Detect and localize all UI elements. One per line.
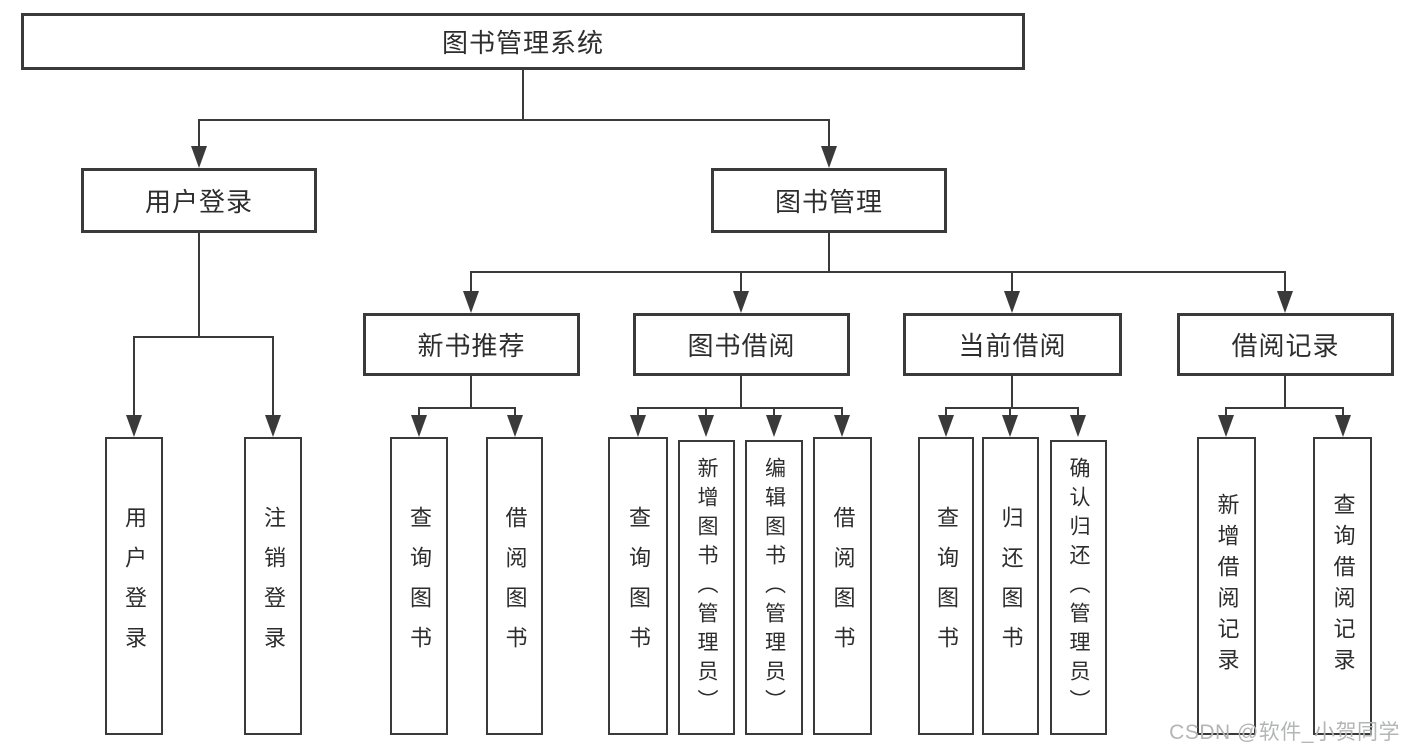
node-user-login: 用户登录 [81, 168, 317, 233]
leaf-query-borrow-record: 查询借阅记录 [1313, 437, 1372, 735]
arrow-down-icon [191, 146, 207, 168]
leaf-query-books-current-label: 查询图书 [934, 506, 959, 666]
connector-line [828, 232, 830, 273]
node-book-management: 图书管理 [711, 168, 947, 233]
leaf-confirm-return-admin-label: 确认归还（管理员） [1067, 457, 1090, 718]
leaf-add-books-admin-label: 新增图书（管理员） [695, 457, 718, 718]
node-new-book-recommend-label: 新书推荐 [417, 331, 526, 361]
arrow-down-icon [1002, 415, 1018, 437]
connector-line [1011, 271, 1013, 293]
csdn-watermark: CSDN @软件_小贺同学 [1169, 721, 1400, 744]
leaf-query-books-recommend-label: 查询图书 [407, 506, 432, 666]
leaf-add-borrow-record: 新增借阅记录 [1197, 437, 1256, 735]
node-borrow-record-label: 借阅记录 [1231, 331, 1340, 361]
node-borrow-record: 借阅记录 [1177, 313, 1394, 376]
connector-line [1011, 375, 1013, 408]
connector-line [945, 407, 1079, 409]
connector-line [470, 271, 1286, 273]
arrow-down-icon [766, 415, 782, 437]
connector-line [470, 375, 472, 408]
leaf-add-books-admin: 新增图书（管理员） [678, 440, 735, 735]
connector-line [1284, 375, 1286, 408]
connector-line [1225, 407, 1344, 409]
leaf-logout: 注销登录 [244, 437, 302, 735]
node-root-label: 图书管理系统 [441, 28, 604, 58]
connector-line [1077, 407, 1079, 417]
leaf-return-books: 归还图书 [982, 437, 1039, 735]
leaf-query-books-borrow-label: 查询图书 [626, 506, 651, 666]
connector-line [522, 69, 524, 120]
connector-line [1225, 407, 1227, 417]
arrow-down-icon [821, 146, 837, 168]
arrow-down-icon [1277, 291, 1293, 313]
arrow-down-icon [1218, 415, 1234, 437]
arrow-down-icon [1070, 415, 1086, 437]
connector-line [198, 119, 200, 148]
leaf-borrow-books-label: 借阅图书 [830, 506, 856, 666]
connector-line [198, 232, 200, 337]
connector-line [1009, 407, 1011, 417]
node-current-borrow: 当前借阅 [903, 313, 1122, 376]
connector-line [133, 336, 135, 417]
leaf-edit-books-admin: 编辑图书（管理员） [745, 440, 803, 735]
leaf-user-login-label: 用户登录 [122, 506, 147, 666]
connector-line [514, 407, 516, 417]
connector-line [418, 407, 516, 409]
leaf-logout-label: 注销登录 [261, 506, 286, 666]
arrow-down-icon [1004, 291, 1020, 313]
arrow-down-icon [834, 415, 850, 437]
arrow-down-icon [733, 291, 749, 313]
leaf-confirm-return-admin: 确认归还（管理员） [1050, 440, 1107, 735]
connector-line [828, 119, 830, 148]
leaf-add-borrow-record-label: 新增借阅记录 [1214, 493, 1240, 679]
connector-line [945, 407, 947, 417]
connector-line [272, 336, 274, 417]
arrow-down-icon [265, 415, 281, 437]
arrow-down-icon [507, 415, 523, 437]
leaf-return-books-label: 归还图书 [998, 506, 1024, 666]
node-book-management-label: 图书管理 [774, 187, 883, 217]
connector-line [637, 407, 843, 409]
leaf-borrow-books-recommend: 借阅图书 [486, 437, 543, 735]
arrow-down-icon [630, 415, 646, 437]
connector-line [133, 336, 274, 338]
node-book-borrow: 图书借阅 [633, 313, 850, 376]
leaf-query-books-current: 查询图书 [918, 437, 974, 735]
connector-line [705, 407, 707, 417]
leaf-edit-books-admin-label: 编辑图书（管理员） [762, 457, 786, 718]
arrow-down-icon [1335, 415, 1351, 437]
node-current-borrow-label: 当前借阅 [958, 331, 1067, 361]
connector-line [740, 271, 742, 293]
arrow-down-icon [938, 415, 954, 437]
leaf-query-borrow-record-label: 查询借阅记录 [1330, 493, 1356, 679]
connector-line [841, 407, 843, 417]
node-user-login-label: 用户登录 [144, 187, 253, 217]
connector-line [470, 271, 472, 293]
connector-line [418, 407, 420, 417]
connector-line [740, 375, 742, 408]
connector-line [637, 407, 639, 417]
connector-line [198, 119, 830, 121]
leaf-query-books-borrow: 查询图书 [608, 437, 668, 735]
arrow-down-icon [411, 415, 427, 437]
node-new-book-recommend: 新书推荐 [363, 313, 580, 376]
leaf-borrow-books: 借阅图书 [813, 437, 872, 735]
arrow-down-icon [463, 291, 479, 313]
leaf-user-login: 用户登录 [105, 437, 163, 735]
arrow-down-icon [698, 415, 714, 437]
connector-line [1342, 407, 1344, 417]
connector-line [773, 407, 775, 417]
node-book-borrow-label: 图书借阅 [687, 331, 796, 361]
node-root: 图书管理系统 [21, 13, 1025, 70]
connector-line [1284, 271, 1286, 293]
leaf-borrow-books-recommend-label: 借阅图书 [502, 506, 528, 666]
leaf-query-books-recommend: 查询图书 [390, 437, 448, 735]
arrow-down-icon [126, 415, 142, 437]
